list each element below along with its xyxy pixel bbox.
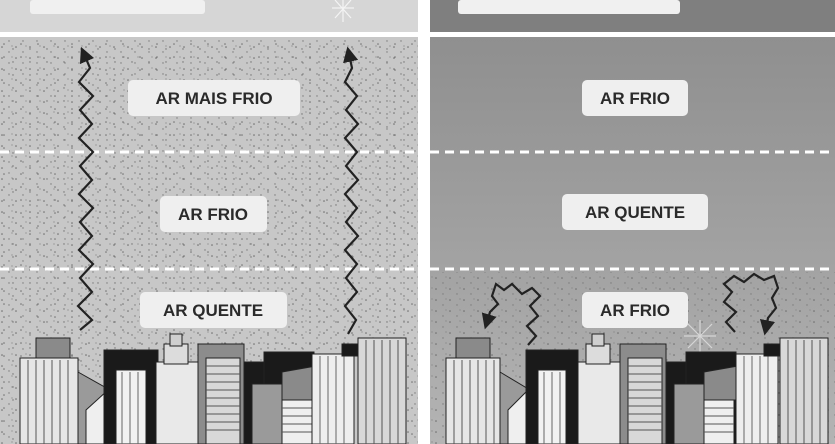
left-rising-arrow-2 xyxy=(343,46,360,335)
right-label-upper: AR FRIO xyxy=(582,80,688,116)
left-top-separator xyxy=(0,32,418,37)
right-city-skyline xyxy=(445,333,829,444)
left-rising-arrow-1 xyxy=(76,46,95,331)
right-trapped-arrow-1 xyxy=(481,282,542,346)
smog-glare-icon xyxy=(684,320,716,352)
right-panel: AR FRIO AR QUENTE AR FRIO xyxy=(430,0,835,444)
right-top-strip-box xyxy=(458,0,680,14)
left-panel: AR MAIS FRIO AR FRIO AR QUENTE xyxy=(0,0,418,444)
right-label-lower-text: AR FRIO xyxy=(600,301,670,320)
panel-gap xyxy=(418,0,430,444)
right-label-lower: AR FRIO xyxy=(582,292,688,328)
right-label-upper-text: AR FRIO xyxy=(600,89,670,108)
left-label-upper-text: AR MAIS FRIO xyxy=(155,89,272,108)
right-label-middle-text: AR QUENTE xyxy=(585,203,685,222)
sun-glare-icon xyxy=(332,0,354,22)
left-label-middle: AR FRIO xyxy=(160,196,267,232)
left-label-upper: AR MAIS FRIO xyxy=(128,80,300,116)
left-label-lower: AR QUENTE xyxy=(140,292,287,328)
left-label-lower-text: AR QUENTE xyxy=(163,301,263,320)
left-city-skyline xyxy=(19,333,407,444)
left-label-middle-text: AR FRIO xyxy=(178,205,248,224)
right-top-separator xyxy=(430,32,835,37)
left-top-strip-box xyxy=(30,0,205,14)
right-label-middle: AR QUENTE xyxy=(562,194,708,230)
right-trapped-arrow-2 xyxy=(722,272,780,336)
